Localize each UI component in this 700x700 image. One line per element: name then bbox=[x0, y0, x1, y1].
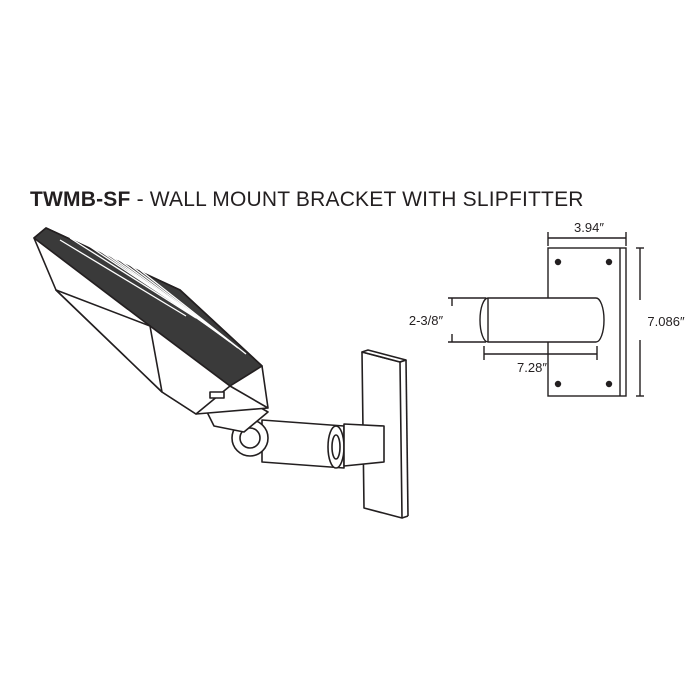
tube-diameter-label: 2-3/8″ bbox=[409, 313, 444, 328]
plate-width-label: 3.94″ bbox=[574, 220, 604, 235]
tube-outline bbox=[479, 297, 605, 343]
model-number: TWMB-SF bbox=[30, 188, 131, 211]
plate-height-label: 7.086″ bbox=[647, 314, 685, 329]
mounting-hole-bottom-left bbox=[554, 380, 562, 388]
mounting-hole-bottom-right bbox=[605, 380, 613, 388]
heat-sink-fins bbox=[59, 237, 247, 355]
tube-collar bbox=[343, 423, 385, 467]
fixture-front-face bbox=[55, 289, 231, 415]
page-title: TWMB-SF - WALL MOUNT BRACKET WITH SLIPFI… bbox=[30, 188, 584, 212]
fixture-badge bbox=[209, 391, 225, 399]
mounting-hole-top-right bbox=[605, 258, 613, 266]
product-description: - WALL MOUNT BRACKET WITH SLIPFITTER bbox=[130, 188, 584, 211]
mounting-hole-top-left bbox=[554, 258, 562, 266]
tube-length-label: 7.28″ bbox=[517, 360, 547, 375]
